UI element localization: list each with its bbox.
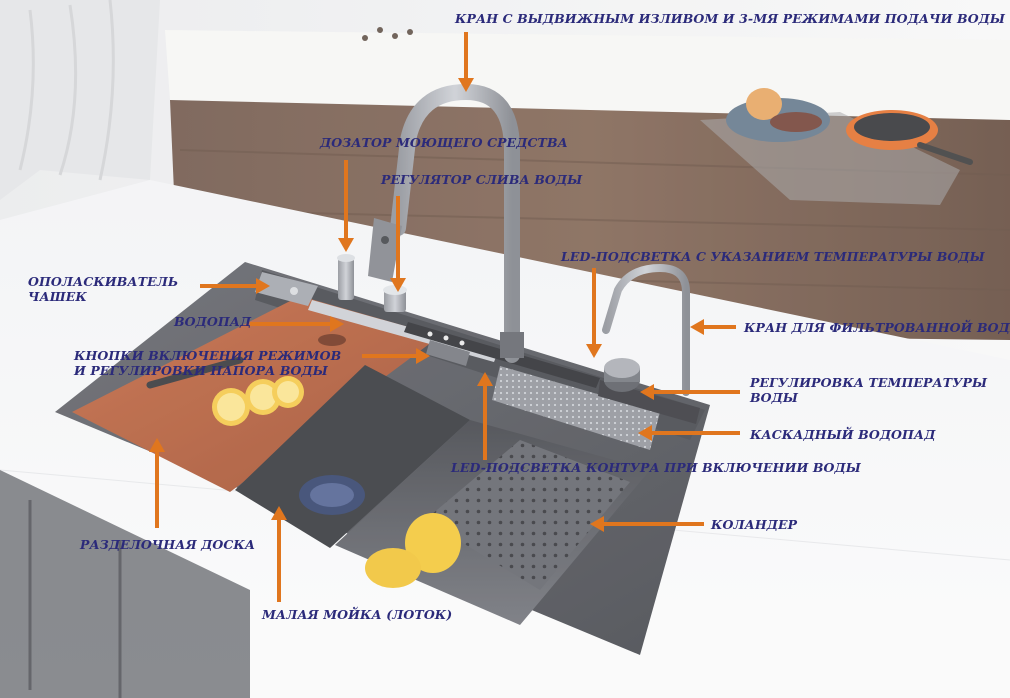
cabinet-door-lines	[28, 500, 122, 698]
label-cup-rinser-line-2: ЧАШЕК	[28, 289, 87, 304]
label-soap-dispenser: ДОЗАТОР МОЮЩЕГО СРЕДСТВА	[320, 135, 568, 150]
label-mode-buttons-line-2: И РЕГУЛИРОВКИ НАПОРА ВОДЫ	[74, 363, 328, 378]
label-cup-rinser-line-1: ОПОЛАСКИВАТЕЛЬ	[28, 274, 179, 289]
curtain	[0, 0, 160, 200]
back-counter-top	[165, 30, 1010, 120]
soap-dispenser	[338, 258, 354, 300]
lemon	[405, 513, 461, 573]
label-mode-buttons-line-1: КНОПКИ ВКЛЮЧЕНИЯ РЕЖИМОВ	[74, 348, 342, 363]
board-hole	[318, 334, 346, 346]
label-small-sink: МАЛАЯ МОЙКА (ЛОТОК)	[262, 607, 453, 622]
colander	[425, 440, 630, 590]
label-cascade-waterfall: КАСКАДНЫЙ ВОДОПАД	[750, 427, 936, 442]
small-sink-bowl	[235, 365, 470, 548]
label-drain-regulator: РЕГУЛЯТОР СЛИВА ВОДЫ	[381, 172, 583, 187]
cascade-mesh	[492, 366, 660, 450]
pan-surface	[854, 113, 930, 141]
cup-rinser	[255, 272, 318, 306]
steak	[770, 112, 822, 132]
label-colander: КОЛАНДЕР	[711, 517, 798, 532]
label-temperature-control: РЕГУЛИРОВКА ТЕМПЕРАТУРЫ ВОДЫ	[750, 375, 987, 405]
mode-buttons	[426, 340, 470, 366]
filtered-water-faucet	[602, 263, 690, 396]
label-mode-buttons: КНОПКИ ВКЛЮЧЕНИЯ РЕЖИМОВ И РЕГУЛИРОВКИ Н…	[74, 348, 341, 378]
knife	[146, 356, 244, 389]
label-waterfall: ВОДОПАД	[174, 314, 252, 329]
label-led-contour: LED-ПОДСВЕТКА КОНТУРА ПРИ ВКЛЮЧЕНИИ ВОДЫ	[451, 460, 861, 475]
bun	[746, 88, 782, 120]
annotation-arrows	[149, 32, 740, 602]
label-cup-rinser: ОПОЛАСКИВАТЕЛЬ ЧАШЕК	[28, 274, 178, 304]
label-faucet: КРАН С ВЫДВИЖНЫМ ИЗЛИВОМ И 3-МЯ РЕЖИМАМИ…	[455, 11, 1006, 26]
curtain-folds	[18, 0, 115, 181]
pan-handle	[917, 142, 973, 165]
faucet-spray-head	[368, 218, 402, 282]
label-temperature-control-line-2: ВОДЫ	[750, 390, 798, 405]
spice-dots	[377, 27, 383, 33]
label-led-temperature: LED-ПОДСВЕТКА С УКАЗАНИЕМ ТЕМПЕРАТУРЫ ВО…	[561, 249, 985, 264]
cabinet-front-left	[0, 470, 250, 698]
label-temperature-control-line-1: РЕГУЛИРОВКА ТЕМПЕРАТУРЫ	[750, 375, 988, 390]
faucet-base	[500, 332, 524, 358]
drain-regulator-knob	[384, 290, 406, 312]
label-cutting-board: РАЗДЕЛОЧНАЯ ДОСКА	[80, 537, 256, 552]
label-filtered-faucet: КРАН ДЛЯ ФИЛЬТРОВАННОЙ ВОДЫ	[744, 320, 1010, 335]
lemon-2	[365, 548, 421, 588]
